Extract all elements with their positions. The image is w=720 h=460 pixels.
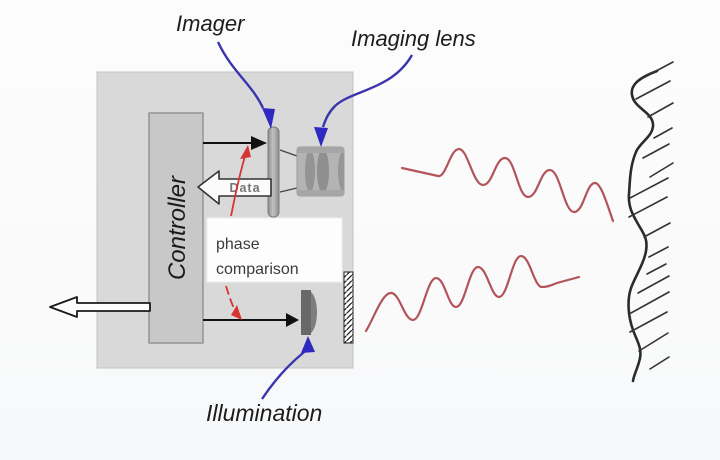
output-arrow <box>49 296 151 318</box>
imaging-lens-callout-arrow <box>314 54 414 147</box>
phase-comparison-line1: phase <box>216 236 260 253</box>
data-arrow-label: Data <box>229 181 260 195</box>
controller-box <box>148 112 204 344</box>
illumination-drive-arrow <box>203 313 299 327</box>
emitted-wave <box>364 254 581 333</box>
controller-label: Controller <box>164 175 191 280</box>
emitter-lens <box>311 292 317 333</box>
imaging-lens-block <box>296 146 345 197</box>
phase-feedback-arrow-down <box>225 285 242 320</box>
label-illumination: Illumination <box>206 400 322 426</box>
imager-bar <box>267 126 280 218</box>
phase-feedback-arrow-up <box>230 145 251 217</box>
data-arrow <box>197 170 272 205</box>
illumination-callout-arrow <box>261 336 315 400</box>
imager-callout-arrow <box>216 41 275 129</box>
target-surface <box>627 69 659 383</box>
label-imager: Imager <box>176 11 246 36</box>
optical-path-lines <box>279 149 298 193</box>
lens-elements <box>297 147 344 196</box>
imager-drive-arrow <box>203 136 267 150</box>
illumination-emitter <box>301 290 317 335</box>
target-hatching <box>628 61 674 370</box>
phase-comparison-box: phase comparison <box>206 217 343 283</box>
phase-comparison-line2: comparison <box>216 261 299 278</box>
reflected-wave <box>400 147 615 223</box>
label-imaging-lens: Imaging lens <box>351 26 476 51</box>
aperture-hatch <box>343 271 354 344</box>
